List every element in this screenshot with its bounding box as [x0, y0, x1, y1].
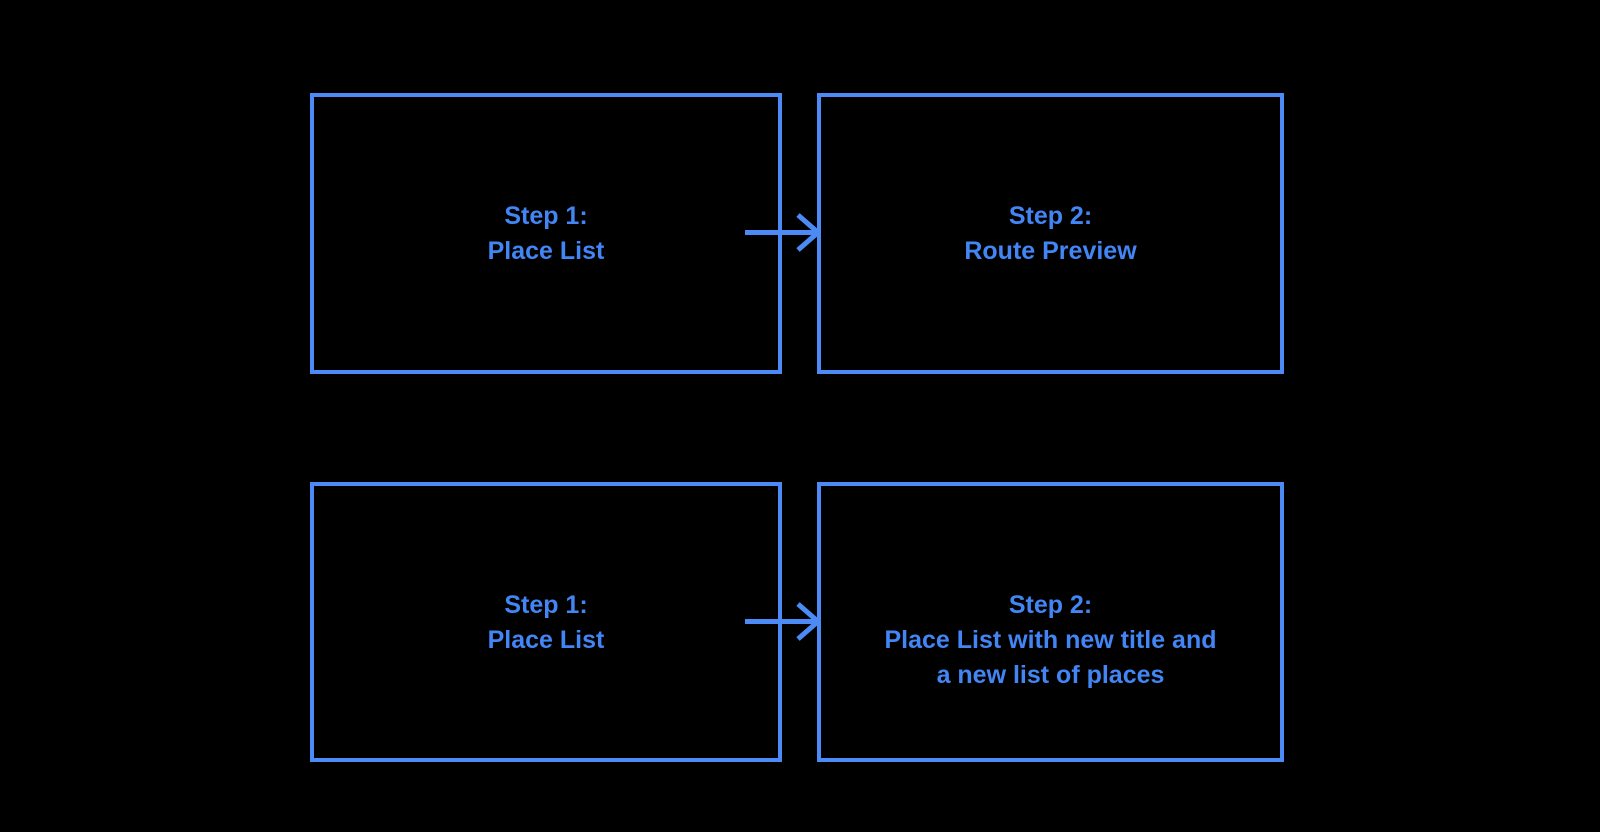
flow-box-label: Step 1: Place List [487, 591, 605, 654]
flow-box-step1-place-list-2: Step 1: Place List [310, 482, 782, 762]
flow-box-label: Step 2: Place List with new title and a … [884, 591, 1217, 689]
flow-box-step2-route-preview: Step 2: Route Preview [817, 93, 1284, 374]
arrow-right-icon [745, 213, 821, 252]
flow-box-step2-new-place-list: Step 2: Place List with new title and a … [817, 482, 1284, 762]
flow-box-label: Step 2: Route Preview [964, 202, 1137, 265]
flow-box-label: Step 1: Place List [487, 202, 605, 265]
arrow-right-icon [745, 602, 821, 641]
flow-box-step1-place-list: Step 1: Place List [310, 93, 782, 374]
